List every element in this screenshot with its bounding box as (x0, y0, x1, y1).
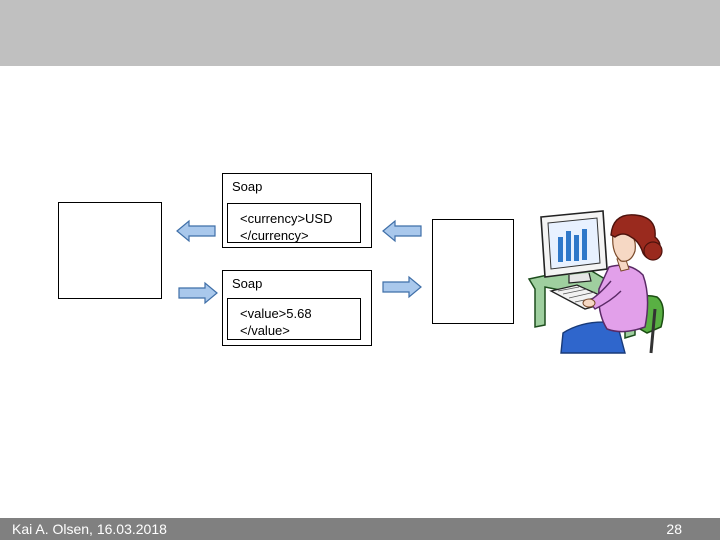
footer-bar: Kai A. Olsen, 16.03.2018 28 (0, 518, 720, 540)
request-payload-line1: <currency>USD (240, 211, 333, 226)
request-message-title: Soap (232, 179, 263, 194)
response-message-title: Soap (232, 276, 263, 291)
right-arrow-icon (178, 281, 218, 305)
request-message-box: Soap <currency>USD </currency> (222, 173, 372, 248)
header-bar (0, 0, 720, 66)
page-number: 28 (666, 521, 682, 537)
server-box (58, 202, 162, 299)
person-at-computer-illustration (527, 210, 664, 354)
response-payload-line2: </value> (240, 323, 290, 338)
response-message-box: Soap <value>5.68 </value> (222, 270, 372, 346)
client-box (432, 219, 514, 324)
response-payload-line1: <value>5.68 (240, 306, 312, 321)
left-arrow-icon (176, 219, 216, 243)
right-arrow-icon (382, 275, 422, 299)
request-payload-line2: </currency> (240, 228, 309, 243)
footer-author-date: Kai A. Olsen, 16.03.2018 (12, 521, 167, 537)
response-payload: <value>5.68 </value> (227, 298, 361, 340)
request-payload: <currency>USD </currency> (227, 203, 361, 243)
left-arrow-icon (382, 219, 422, 243)
